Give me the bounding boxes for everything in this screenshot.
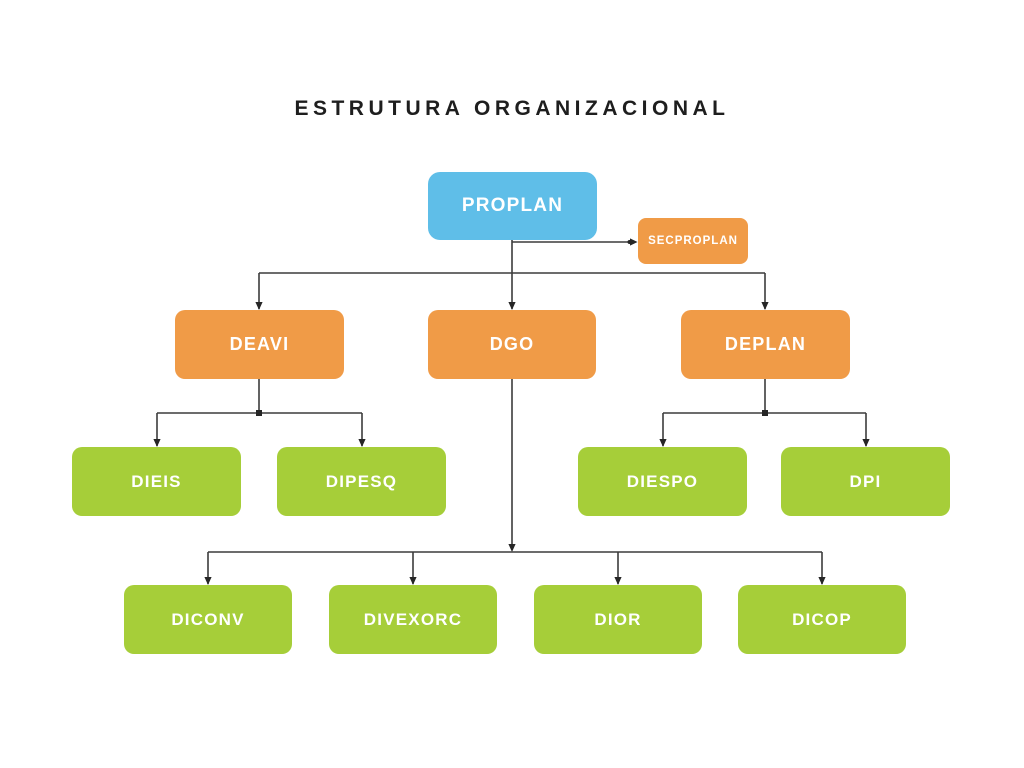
node-deplan: DEPLAN [681, 310, 850, 379]
node-diespo: DIESPO [578, 447, 747, 516]
node-dicop: DICOP [738, 585, 906, 654]
node-dpi: DPI [781, 447, 950, 516]
node-dieis: DIEIS [72, 447, 241, 516]
node-diconv: DICONV [124, 585, 292, 654]
node-dgo: DGO [428, 310, 596, 379]
node-deavi: DEAVI [175, 310, 344, 379]
chart-title: ESTRUTURA ORGANIZACIONAL [294, 97, 730, 120]
node-proplan: PROPLAN [428, 172, 597, 240]
node-dipesq: DIPESQ [277, 447, 446, 516]
node-secproplan: SECPROPLAN [638, 218, 748, 264]
node-divexorc: DIVEXORC [329, 585, 497, 654]
node-dior: DIOR [534, 585, 702, 654]
